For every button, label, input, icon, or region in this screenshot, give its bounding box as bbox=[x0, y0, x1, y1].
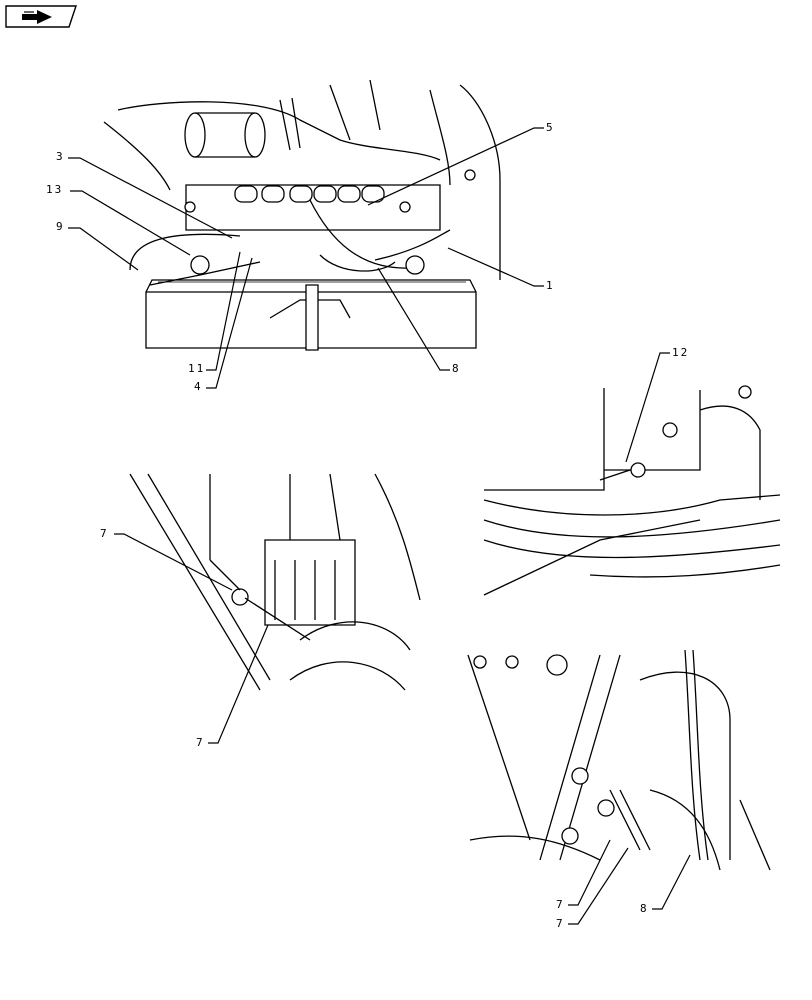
svg-text:9: 9 bbox=[56, 220, 65, 233]
svg-text:13: 13 bbox=[46, 183, 63, 196]
callout-7-right-a: 7 bbox=[556, 839, 611, 911]
svg-text:4: 4 bbox=[194, 380, 203, 393]
callout-4: 4 bbox=[194, 257, 253, 393]
callout-5: 5 bbox=[367, 121, 555, 206]
svg-text:7: 7 bbox=[100, 527, 109, 540]
svg-text:12: 12 bbox=[672, 346, 689, 359]
callout-7-left-a: 7 bbox=[100, 527, 233, 591]
callout-13: 13 bbox=[46, 183, 191, 256]
callout-1: 1 bbox=[447, 247, 555, 292]
top-view-battery bbox=[103, 79, 501, 351]
callout-12: 12 bbox=[625, 346, 689, 463]
svg-text:3: 3 bbox=[56, 150, 65, 163]
callout-7-left-b: 7 bbox=[196, 624, 269, 749]
svg-text:7: 7 bbox=[556, 917, 565, 930]
arrow-right-icon bbox=[22, 10, 52, 24]
left-mid-view-ground bbox=[129, 473, 421, 691]
svg-text:8: 8 bbox=[640, 902, 649, 915]
right-bottom-view-engine bbox=[467, 649, 771, 871]
right-top-view-harness bbox=[483, 385, 781, 596]
callout-7-right-b: 7 bbox=[556, 847, 629, 930]
svg-text:8: 8 bbox=[452, 362, 461, 375]
callout-3: 3 bbox=[56, 150, 233, 239]
svg-text:1: 1 bbox=[546, 279, 555, 292]
svg-text:7: 7 bbox=[556, 898, 565, 911]
nav-arrow-button[interactable] bbox=[5, 5, 77, 28]
callout-11: 11 bbox=[188, 251, 241, 375]
svg-text:11: 11 bbox=[188, 362, 205, 375]
callout-8-bottom: 8 bbox=[640, 854, 691, 915]
grommet-row bbox=[234, 185, 385, 203]
callout-9: 9 bbox=[56, 220, 139, 271]
callout-8-top: 8 bbox=[377, 267, 461, 375]
svg-text:5: 5 bbox=[546, 121, 555, 134]
svg-text:7: 7 bbox=[196, 736, 205, 749]
